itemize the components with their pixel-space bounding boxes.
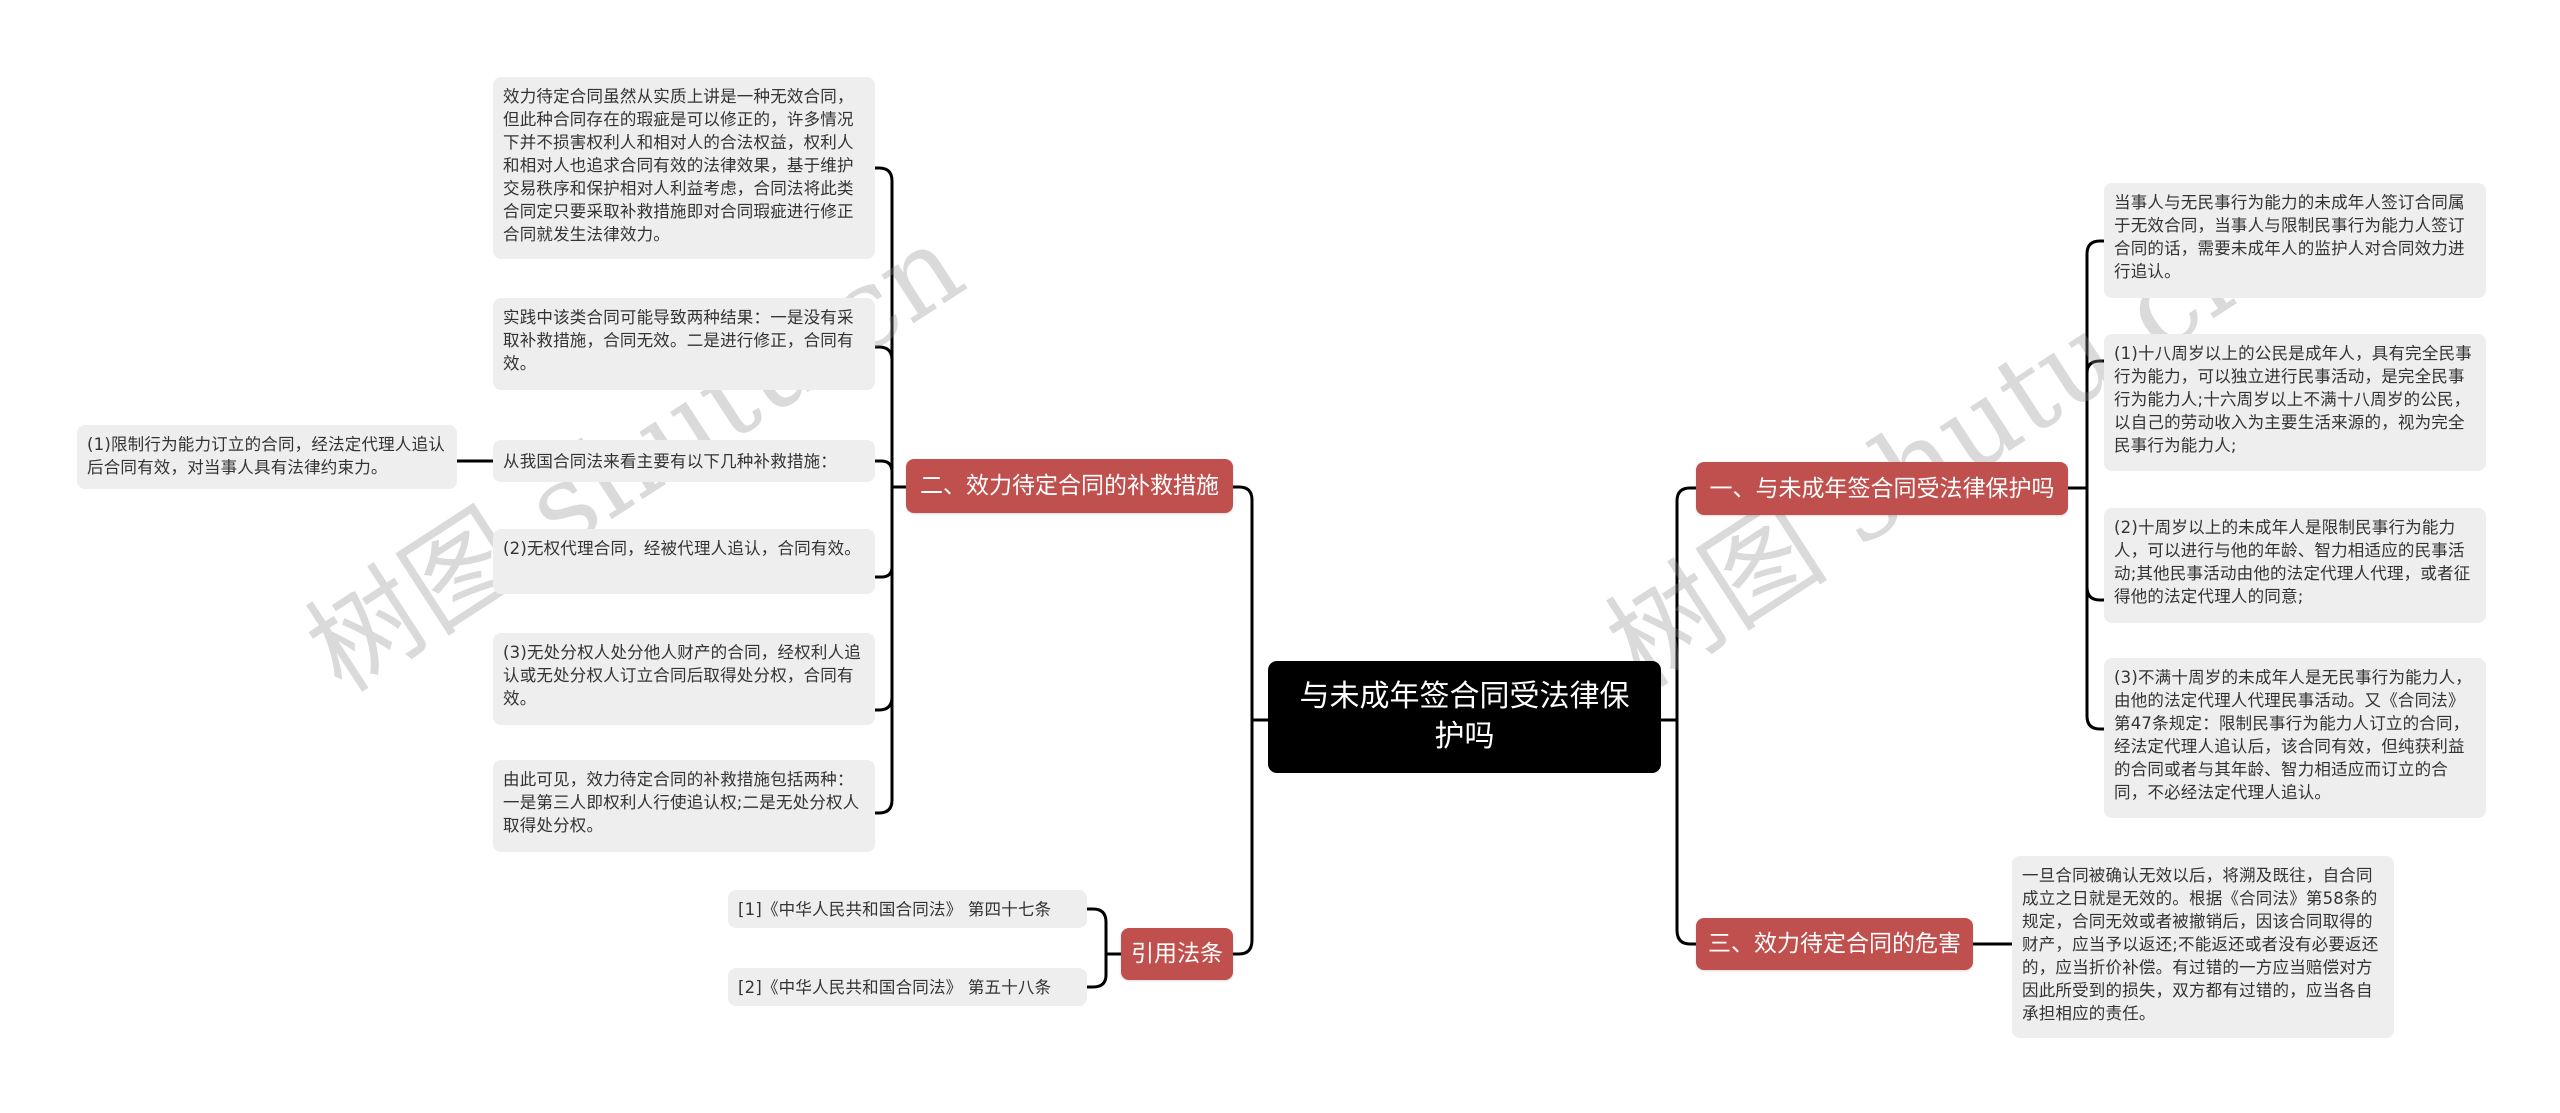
leaf-text: (2)十周岁以上的未成年人是限制民事行为能力人，可以进行与他的年龄、智力相适应的… bbox=[2114, 518, 2471, 606]
leaf-remedy-conclusion[interactable]: 由此可见，效力待定合同的补救措施包括两种：一是第三人即权利人行使追认权;二是无处… bbox=[493, 760, 875, 852]
leaf-text: 实践中该类合同可能导致两种结果：一是没有采取补救措施，合同无效。二是进行修正，合… bbox=[503, 308, 854, 373]
branch-citations-label: 引用法条 bbox=[1131, 941, 1223, 967]
leaf-remedy-measures-intro[interactable]: 从我国合同法来看主要有以下几种补救措施： bbox=[493, 440, 875, 482]
branch-remedy-measures[interactable]: 二、效力待定合同的补救措施 bbox=[906, 459, 1233, 513]
leaf-full-capacity[interactable]: (1)十八周岁以上的公民是成年人，具有完全民事行为能力，可以独立进行民事活动，是… bbox=[2104, 334, 2486, 471]
leaf-remedy-unauthorized-agency[interactable]: (2)无权代理合同，经被代理人追认，合同有效。 bbox=[493, 529, 875, 594]
leaf-text: 一旦合同被确认无效以后，将溯及既往，自合同成立之日就是无效的。根据《合同法》第5… bbox=[2022, 866, 2379, 1023]
citation-item-1[interactable]: [1]《中华人民共和国合同法》 第四十七条 bbox=[728, 890, 1087, 928]
leaf-restricted-capacity-contract[interactable]: (1)限制行为能力订立的合同，经法定代理人追认后合同有效，对当事人具有法律约束力… bbox=[77, 425, 457, 489]
leaf-text: (1)十八周岁以上的公民是成年人，具有完全民事行为能力，可以独立进行民事活动，是… bbox=[2114, 344, 2472, 455]
leaf-text: 从我国合同法来看主要有以下几种补救措施： bbox=[503, 451, 837, 471]
branch-minor-contract-protection[interactable]: 一、与未成年签合同受法律保护吗 bbox=[1696, 462, 2068, 515]
leaf-limited-capacity[interactable]: (2)十周岁以上的未成年人是限制民事行为能力人，可以进行与他的年龄、智力相适应的… bbox=[2104, 508, 2486, 623]
leaf-text: 当事人与无民事行为能力的未成年人签订合同属于无效合同，当事人与限制民事行为能力人… bbox=[2114, 193, 2465, 281]
leaf-text: (2)无权代理合同，经被代理人追认，合同有效。 bbox=[503, 539, 861, 558]
branch-pending-contract-harm[interactable]: 三、效力待定合同的危害 bbox=[1696, 918, 1973, 970]
root-topic-label: 与未成年签合同受法律保护吗 bbox=[1299, 679, 1630, 754]
branch-harm-label: 三、效力待定合同的危害 bbox=[1708, 931, 1961, 957]
leaf-text: (3)不满十周岁的未成年人是无民事行为能力人，由他的法定代理人代理民事活动。又《… bbox=[2114, 668, 2472, 802]
leaf-text: [1]《中华人民共和国合同法》 第四十七条 bbox=[738, 899, 1052, 919]
leaf-text: [2]《中华人民共和国合同法》 第五十八条 bbox=[738, 977, 1052, 997]
leaf-remedy-no-disposal-right[interactable]: (3)无处分权人处分他人财产的合同，经权利人追认或无处分权人订立合同后取得处分权… bbox=[493, 633, 875, 725]
branch-remedy-label: 二、效力待定合同的补救措施 bbox=[920, 473, 1219, 499]
leaf-text: (1)限制行为能力订立的合同，经法定代理人追认后合同有效，对当事人具有法律约束力… bbox=[87, 435, 445, 477]
root-topic[interactable]: 与未成年签合同受法律保护吗 bbox=[1268, 661, 1661, 773]
leaf-remedy-two-results[interactable]: 实践中该类合同可能导致两种结果：一是没有采取补救措施，合同无效。二是进行修正，合… bbox=[493, 298, 875, 390]
branch-protection-label: 一、与未成年签合同受法律保护吗 bbox=[1709, 475, 2055, 502]
branch-citations[interactable]: 引用法条 bbox=[1121, 928, 1233, 980]
leaf-harm-detail[interactable]: 一旦合同被确认无效以后，将溯及既往，自合同成立之日就是无效的。根据《合同法》第5… bbox=[2012, 856, 2394, 1038]
leaf-text: (3)无处分权人处分他人财产的合同，经权利人追认或无处分权人订立合同后取得处分权… bbox=[503, 643, 861, 708]
leaf-remedy-overview[interactable]: 效力待定合同虽然从实质上讲是一种无效合同，但此种合同存在的瑕疵是可以修正的，许多… bbox=[493, 77, 875, 259]
citation-item-2[interactable]: [2]《中华人民共和国合同法》 第五十八条 bbox=[728, 968, 1087, 1006]
leaf-no-capacity[interactable]: (3)不满十周岁的未成年人是无民事行为能力人，由他的法定代理人代理民事活动。又《… bbox=[2104, 658, 2486, 818]
leaf-protection-summary[interactable]: 当事人与无民事行为能力的未成年人签订合同属于无效合同，当事人与限制民事行为能力人… bbox=[2104, 183, 2486, 298]
leaf-text: 由此可见，效力待定合同的补救措施包括两种：一是第三人即权利人行使追认权;二是无处… bbox=[503, 770, 860, 835]
leaf-text: 效力待定合同虽然从实质上讲是一种无效合同，但此种合同存在的瑕疵是可以修正的，许多… bbox=[503, 87, 854, 244]
